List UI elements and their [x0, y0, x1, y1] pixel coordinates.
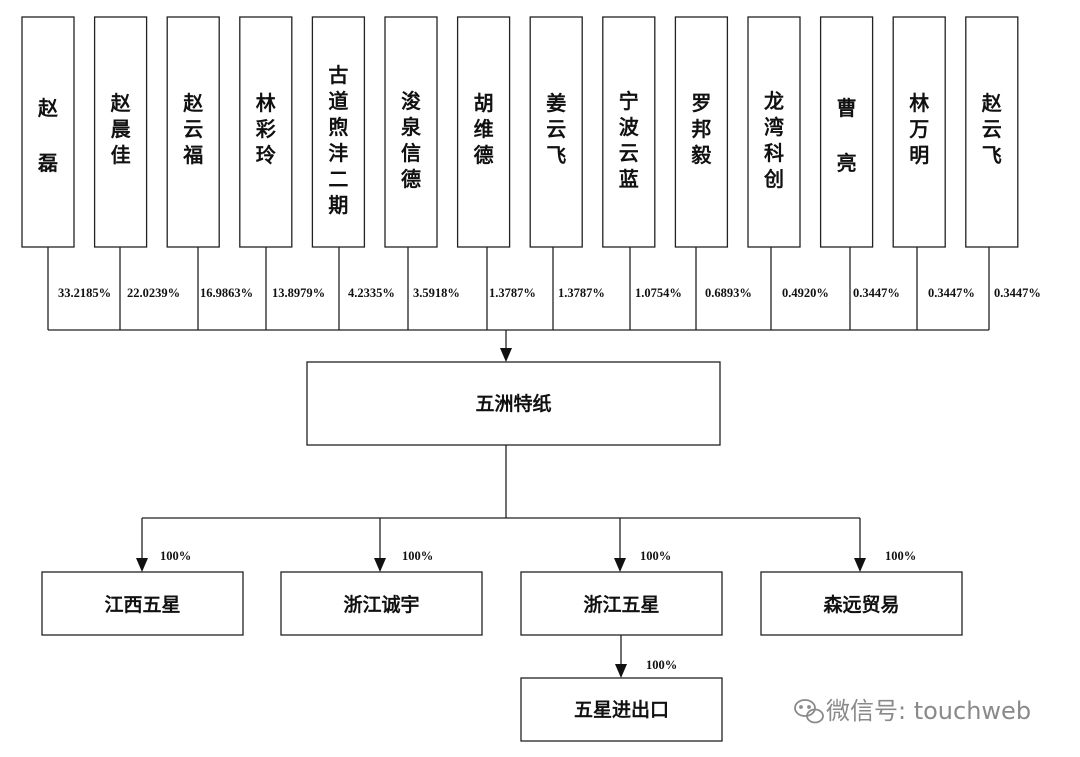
wechat-icon — [794, 699, 824, 724]
shareholder-stake: 33.2185% — [58, 286, 111, 300]
shareholder-name: 古道煦沣二期 — [328, 63, 348, 217]
shareholder-box: 赵云飞 — [965, 16, 1019, 248]
shareholder-box-frame — [166, 16, 220, 248]
shareholder-box-frame — [602, 16, 656, 248]
shareholder-box: 赵云福 — [166, 16, 220, 248]
shareholder-stake: 0.3447% — [928, 286, 975, 300]
arrow-to-subsidiary — [854, 558, 866, 572]
shareholder-box-frame — [456, 16, 511, 248]
shareholder-stake: 0.6893% — [705, 286, 752, 300]
shareholder-box: 林万明 — [892, 16, 946, 248]
subsidiary-box: 江西五星 — [41, 571, 244, 636]
subsidiary-name: 森远贸易 — [823, 593, 899, 616]
shareholder-name: 林彩玲 — [255, 91, 277, 167]
shareholder-box: 胡维德 — [456, 16, 511, 248]
shareholder-name: 罗邦毅 — [690, 91, 712, 167]
shareholder-box-frame — [747, 16, 801, 248]
subsidiary-box-frame — [280, 571, 483, 636]
shareholder-name: 赵晨佳 — [110, 91, 132, 167]
shareholder-stake: 4.2335% — [348, 286, 395, 300]
shareholder-box-frame — [384, 16, 438, 248]
shareholder-box-frame — [21, 16, 75, 248]
shareholder-name: 赵云飞 — [981, 91, 1003, 167]
sub-subsidiary-box: 五星进出口 — [520, 677, 723, 742]
shareholder-box: 古道煦沣二期 — [311, 16, 366, 248]
subsidiary-box: 浙江诚宇 — [280, 571, 483, 636]
subsidiary-box: 森远贸易 — [760, 571, 963, 636]
subsidiary-name: 浙江五星 — [583, 593, 659, 616]
connector-lines: 100% 100% 100% 100% — [47, 247, 990, 678]
shareholder-stake: 1.0754% — [635, 286, 682, 300]
subsidiary-box: 浙江五星 — [520, 571, 723, 636]
shareholder-box-frame — [819, 16, 874, 248]
shareholder-box-frame — [892, 16, 946, 248]
arrow-to-parent — [500, 348, 512, 362]
subsidiary-name: 浙江诚宇 — [343, 593, 419, 616]
shareholder-stake: 1.3787% — [558, 286, 605, 300]
shareholder-name: 林万明 — [908, 91, 929, 167]
shareholder-name: 赵云福 — [182, 91, 204, 167]
shareholder-boxes: 赵磊 赵晨佳 赵云福 林彩玲 古道煦沣二期 浚泉信德 胡维德 姜云飞 宁波云蓝 罗邦毅 龙湾科创 曹亮… — [21, 16, 1019, 248]
arrow-to-sub-subsidiary — [615, 664, 627, 678]
shareholder-name: 浚泉信德 — [400, 89, 422, 191]
watermark: 微信号: touchweb — [794, 697, 1031, 725]
shareholder-name: 宁波云蓝 — [619, 89, 640, 191]
arrow-to-subsidiary — [374, 558, 386, 572]
shareholder-box: 林彩玲 — [239, 16, 293, 248]
shareholder-name: 胡维德 — [474, 91, 494, 167]
shareholder-stake-labels: 33.2185% 22.0239% 16.9863% 13.8979% 4.2335% 3… — [58, 286, 1041, 300]
shareholder-name: 姜云飞 — [546, 91, 566, 167]
subsidiary-stake: 100% — [402, 549, 433, 563]
subsidiary-boxes: 江西五星 浙江诚宇 浙江五星 森远贸易 — [41, 571, 963, 636]
shareholder-box: 赵晨佳 — [93, 16, 148, 248]
subsidiary-name: 江西五星 — [104, 594, 180, 616]
shareholder-stake: 0.3447% — [994, 286, 1041, 300]
shareholder-box-frame — [965, 16, 1019, 248]
subsidiary-box-frame — [41, 571, 244, 636]
shareholder-stake: 1.3787% — [489, 286, 536, 300]
shareholder-box: 赵磊 — [21, 16, 75, 248]
arrow-to-subsidiary — [614, 558, 626, 572]
shareholder-stake: 0.3447% — [853, 286, 900, 300]
shareholder-box: 龙湾科创 — [747, 16, 801, 248]
shareholder-box-frame — [311, 16, 366, 248]
shareholder-name: 赵磊 — [37, 96, 59, 175]
shareholder-box: 姜云飞 — [529, 16, 583, 248]
shareholder-stake: 3.5918% — [413, 286, 460, 300]
sub-subsidiary-stake: 100% — [646, 658, 677, 672]
parent-company-box: 五洲特纸 — [306, 361, 721, 446]
shareholder-box-frame — [529, 16, 583, 248]
shareholder-box-frame — [674, 16, 729, 248]
subsidiary-stake: 100% — [160, 549, 191, 563]
subsidiary-box-frame — [520, 571, 723, 636]
shareholder-box-frame — [239, 16, 293, 248]
shareholder-name: 龙湾科创 — [763, 89, 784, 191]
watermark-text: 微信号: touchweb — [826, 697, 1031, 725]
subsidiary-box-frame — [760, 571, 963, 636]
shareholder-box: 宁波云蓝 — [602, 16, 656, 248]
arrow-to-subsidiary — [136, 558, 148, 572]
subsidiary-stake: 100% — [885, 549, 916, 563]
subsidiary-stake: 100% — [640, 549, 671, 563]
shareholder-box: 罗邦毅 — [674, 16, 729, 248]
shareholder-box: 浚泉信德 — [384, 16, 438, 248]
shareholder-name: 曹亮 — [837, 96, 857, 175]
shareholder-stake: 22.0239% — [127, 286, 180, 300]
parent-company-name: 五洲特纸 — [475, 392, 551, 415]
shareholder-stake: 13.8979% — [272, 286, 325, 300]
sub-subsidiary-name: 五星进出口 — [574, 698, 669, 721]
shareholder-stake: 0.4920% — [782, 286, 829, 300]
shareholder-box-frame — [93, 16, 148, 248]
shareholder-box: 曹亮 — [819, 16, 874, 248]
shareholder-stake: 16.9863% — [200, 286, 253, 300]
